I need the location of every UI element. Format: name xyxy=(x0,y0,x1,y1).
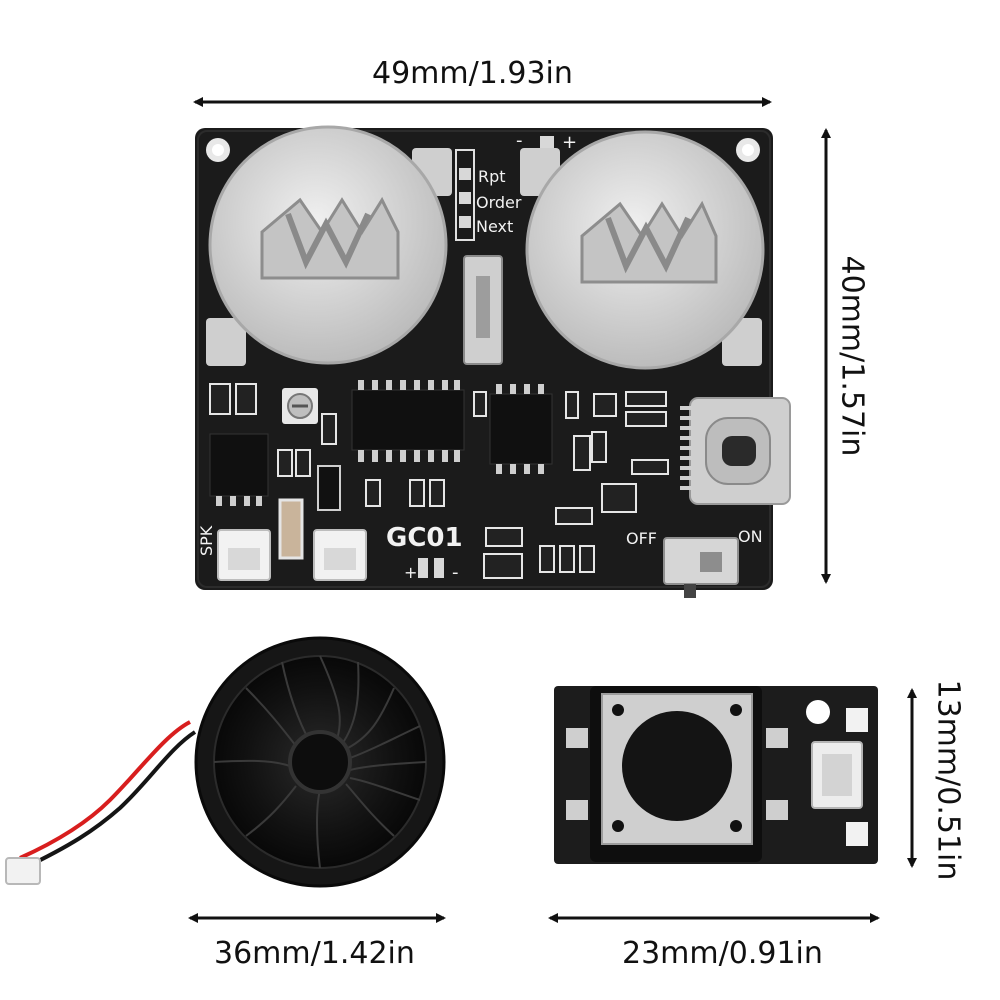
battery-plus-label: + xyxy=(562,132,577,153)
speaker-port-label: SPK xyxy=(197,525,216,556)
board-height-label: 40mm/1.57in xyxy=(834,255,870,457)
audio-chips xyxy=(209,389,553,497)
push-button-cap xyxy=(622,711,732,821)
mode-label-order: Order xyxy=(476,193,522,212)
mode-select-pads xyxy=(455,149,475,241)
board-width-label: 49mm/1.93in xyxy=(372,56,573,91)
right-coin-battery-holder xyxy=(520,130,765,370)
speaker-dust-cap xyxy=(288,730,352,794)
usb-c-port xyxy=(680,397,791,505)
switch-on-label: ON xyxy=(738,527,763,546)
button-height-label: 13mm/0.51in xyxy=(930,679,966,881)
power-slide-switch xyxy=(663,537,739,598)
speaker-plug xyxy=(5,857,41,885)
smd-components xyxy=(209,383,669,579)
speaker xyxy=(5,636,446,888)
mode-label-next: Next xyxy=(476,217,513,236)
mode-label-repeat: Rpt xyxy=(478,167,506,186)
speaker-connector xyxy=(217,529,271,581)
push-button-module xyxy=(554,686,878,864)
board-model-label: GC01 xyxy=(386,523,463,553)
switch-off-label: OFF xyxy=(626,529,657,548)
left-coin-battery-holder xyxy=(206,125,452,366)
chip-pins xyxy=(216,380,544,506)
speaker-diameter-label: 36mm/1.42in xyxy=(214,936,415,971)
volume-potentiometer xyxy=(282,388,318,424)
battery-minus-label: - xyxy=(516,130,523,151)
button-width-label: 23mm/0.91in xyxy=(622,936,823,971)
main-pcb-board xyxy=(195,125,791,598)
button-connector xyxy=(313,529,367,581)
polarity-minus-label: - xyxy=(452,562,459,583)
polarity-plus-label: + xyxy=(404,563,417,582)
